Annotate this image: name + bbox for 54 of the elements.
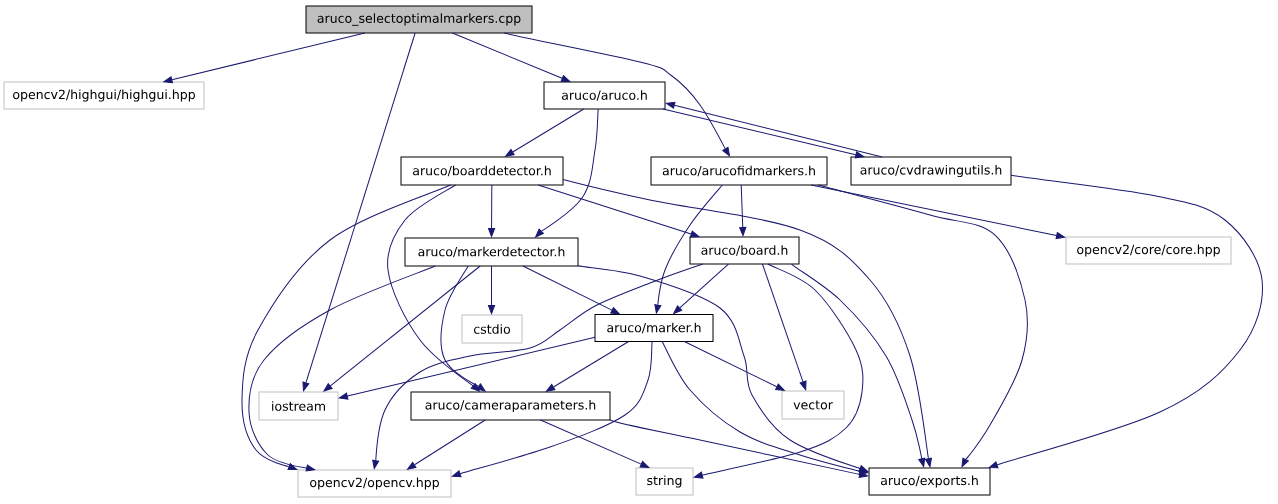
dependency-arrow [654,184,723,314]
dependency-arrow [487,265,496,315]
dependency-arrow [665,101,883,158]
dependency-arrow [387,184,480,392]
dependency-arrow [451,341,653,478]
header-file-box: cstdio [461,314,523,344]
header-file-box: aruco/marker.h [594,314,714,342]
dependency-arrow [673,263,729,315]
dependency-arrow [503,32,730,157]
header-file-box: aruco/boarddetector.h [400,156,564,186]
dependency-arrow [522,265,620,315]
dependency-arrow [540,419,650,468]
dependency-arrow [988,174,1263,469]
header-file-box: aruco/aruco.h [543,81,666,110]
dependency-arrow [535,108,599,238]
dependency-arrow [545,341,630,392]
dependency-arrow [537,184,700,238]
header-file-box: aruco/exports.h [868,467,991,496]
header-file-box: opencv2/highgui/highgui.hpp [3,81,205,110]
dependency-arrow [661,341,869,475]
dependency-arrow [241,184,452,470]
dependency-arrow [683,341,785,391]
dependency-arrow [248,265,436,472]
header-file-box: aruco/arucofidmarkers.h [650,156,828,186]
dependency-arrow [372,263,704,470]
dependency-arrow [810,184,1066,240]
header-file-box: vector [781,390,845,420]
dependency-arrow [323,265,481,392]
header-file-box: opencv2/core/core.hpp [1065,236,1232,265]
dependency-arrow [817,184,1029,468]
dependency-arrow [662,108,865,159]
dependency-arrow [577,265,869,472]
dependency-arrow [407,419,486,470]
dependency-arrow [791,263,926,468]
dependency-arrow [488,184,496,238]
dependency-arrow [163,32,366,84]
header-file-box: aruco/cameraparameters.h [410,391,611,421]
header-file-box: iostream [258,391,339,421]
dependency-arrow [451,32,571,82]
header-file-box: aruco/markerdetector.h [404,237,579,267]
dependency-arrow [761,263,807,391]
dependency-arrow [739,184,747,237]
dependency-arrow [440,265,486,392]
dependency-arrow [302,32,416,392]
dependency-arrow [338,336,596,400]
header-file-box: string [635,467,694,496]
header-file-box: aruco/cvdrawingutils.h [850,156,1012,186]
source-file-box: aruco_selectoptimalmarkers.cpp [305,5,533,34]
dependency-arrow [609,419,869,478]
dependency-arrow [505,108,585,157]
header-file-box: opencv2/opencv.hpp [297,469,452,498]
header-file-box: aruco/board.h [689,236,800,265]
dependency-arrow [693,263,864,479]
dependency-arrow [562,179,932,468]
